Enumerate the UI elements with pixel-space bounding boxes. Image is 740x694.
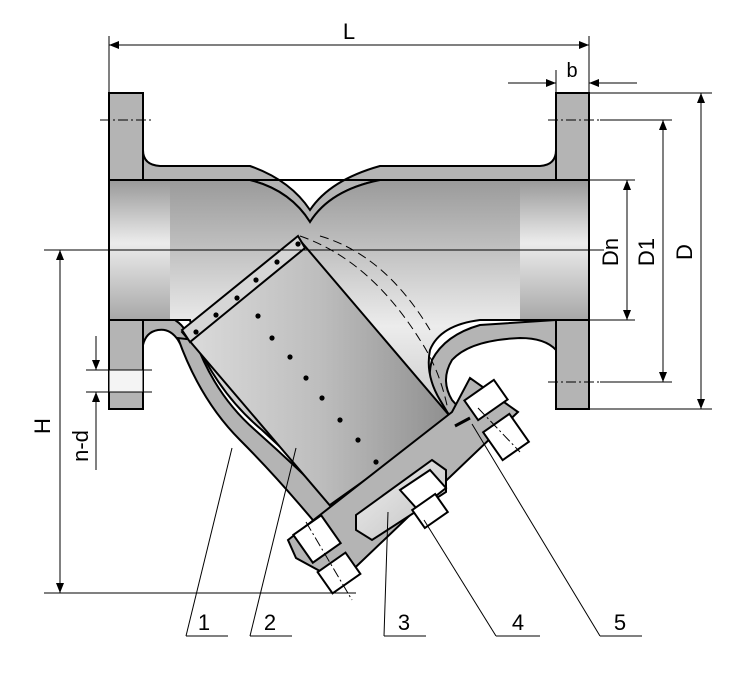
left-flange-lower xyxy=(108,319,144,410)
left-bolt xyxy=(291,513,362,601)
label-n-d: n-d xyxy=(68,430,93,462)
dim-flange-thickness: b xyxy=(508,60,637,93)
right-flange-lower xyxy=(555,319,590,410)
screen-top-ring xyxy=(180,234,307,344)
dim-bolt-holes: n-d xyxy=(68,336,152,470)
dim-length: L xyxy=(108,19,590,93)
hidden-screen-edge-1 xyxy=(299,235,449,411)
callout-3-cover: 3 xyxy=(398,610,410,635)
label-Dn: Dn xyxy=(598,238,623,266)
dim-height: H xyxy=(30,250,356,594)
label-b: b xyxy=(566,60,577,82)
label-H: H xyxy=(30,418,55,434)
hidden-screen-edge-2 xyxy=(319,235,431,331)
callout-4-drain-plug: 4 xyxy=(512,610,524,635)
dim-verticals-right: Dn D1 D xyxy=(589,92,712,410)
callouts: 1 2 3 4 5 xyxy=(185,423,642,637)
label-L: L xyxy=(343,19,355,44)
label-D: D xyxy=(672,244,697,260)
right-bolt xyxy=(462,378,531,462)
gasket xyxy=(454,416,471,428)
left-flange-upper xyxy=(108,92,144,181)
cover-assembly xyxy=(286,376,531,601)
right-flange-upper xyxy=(555,92,590,181)
callout-1-body: 1 xyxy=(198,610,210,635)
label-D1: D1 xyxy=(634,238,659,266)
callout-2-screen: 2 xyxy=(264,610,276,635)
drain-plug xyxy=(398,468,448,512)
drain-nut xyxy=(410,492,450,530)
left-bolt-hole xyxy=(108,369,144,393)
callout-5-gasket: 5 xyxy=(614,610,626,635)
